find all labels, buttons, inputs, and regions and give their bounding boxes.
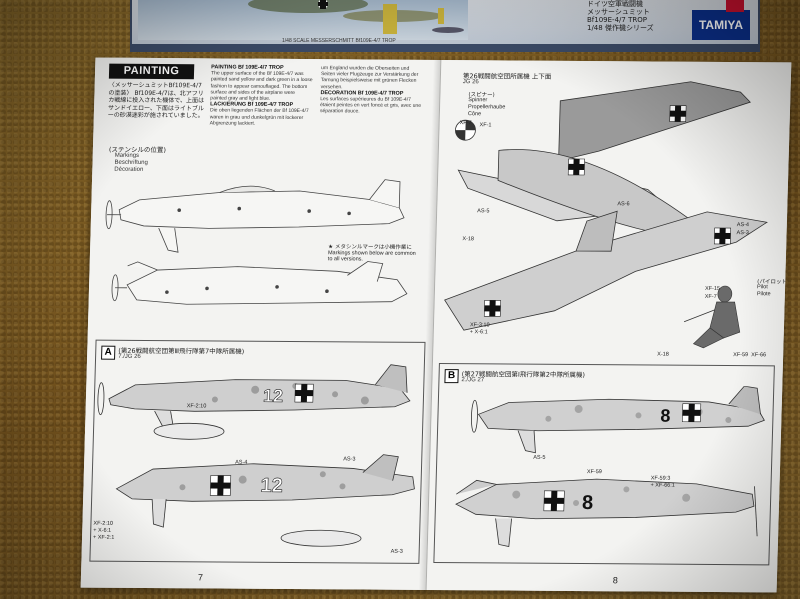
- callout: XF-7: [459, 120, 472, 127]
- panel-a-aircraft: 12: [97, 364, 415, 547]
- japanese-intro: 〈メッサーシュミットBf109E-4/7の塗装〉 Bf109E-4/7は、北アフ…: [107, 81, 205, 120]
- col2-text2: Les surfaces supérieures du Bf 109E-4/7 …: [319, 96, 422, 115]
- callout: XF-59: [586, 469, 602, 476]
- callout: XF-1: [479, 122, 492, 129]
- box-jp-line: Bf109E-4/7 TROP: [587, 16, 647, 24]
- balkenkreuz-plan-wing: [483, 300, 501, 317]
- panel-b-letter: B: [444, 369, 459, 384]
- panel-b-aircraft: 8 8: [455, 385, 765, 548]
- callout: + XF-2:1: [92, 534, 115, 541]
- page-number: 8: [612, 575, 619, 586]
- box-japanese-text: ドイツ空軍戦闘機 メッサーシュミット Bf109E-4/7 TROP 1/48 …: [587, 0, 697, 32]
- balkenkreuz-upper: [294, 383, 314, 403]
- callout: XF-59:3: [650, 475, 671, 482]
- pilot-label: Pilot: [756, 284, 768, 291]
- spinner-detail: [455, 119, 476, 141]
- callout: XF-2:10: [186, 403, 207, 410]
- callout: X-18: [462, 236, 475, 243]
- callout: AS-3: [736, 230, 749, 237]
- callout: AS-3: [390, 548, 403, 555]
- callout: XF-2:10: [93, 520, 114, 527]
- box-edge: [132, 44, 758, 50]
- callout: XF-59: [733, 352, 749, 359]
- col2-text: um England wurden die Oberseiten und Sei…: [320, 65, 419, 90]
- box-jp-line: ドイツ空軍戦闘機: [587, 0, 643, 8]
- balkenkreuz-lower: [209, 475, 232, 496]
- callout: + X-6:1: [469, 329, 488, 336]
- box-art: [138, 0, 468, 40]
- balkenkreuz-plan-lower: [713, 227, 732, 245]
- panel-b-unit: 2./JG 27: [461, 377, 485, 384]
- callout: XF-3:10: [469, 322, 490, 329]
- logo-red-mark: [726, 0, 744, 12]
- text-column-1: PAINTING Bf 109E-4/7 TROP The upper surf…: [210, 64, 314, 127]
- balkenkreuz-plan-mid: [567, 158, 585, 176]
- callout: XF-7: [704, 293, 717, 300]
- tamiya-logo: TAMIYA: [692, 0, 750, 40]
- panel-b: B (第27戦闘航空団第Ⅰ飛行隊第2中隊所属機) 2./JG 27 8: [433, 363, 775, 566]
- balkenkreuz-b-lower: [543, 490, 565, 512]
- callout: XF-66: [751, 352, 767, 359]
- panel-a: A (第26戦闘航空団第Ⅲ飛行隊第7中隊所属機) 7./JG 26 12: [89, 339, 426, 564]
- right-page: 第26戦闘航空団所属機 上下面 JG 26 (スピナー) Spinner Pro…: [426, 59, 792, 593]
- col1-text: The upper surface of the Bf 109E-4/7 was…: [210, 70, 313, 102]
- panel-a-letter: A: [101, 345, 116, 360]
- callout: AS-5: [477, 208, 490, 215]
- instruction-sheet: PAINTING 〈メッサーシュミットBf109E-4/7の塗装〉 Bf109E…: [80, 57, 792, 593]
- col1-text2: Die oben liegenden Flächen der Bf 109E-4…: [209, 107, 309, 127]
- panel-a-code-upper: 12: [263, 386, 284, 406]
- panel-b-code-lower: 8: [582, 492, 594, 514]
- left-page: PAINTING 〈メッサーシュミットBf109E-4/7の塗装〉 Bf109E…: [80, 57, 442, 590]
- callout: + X-6:1: [93, 527, 112, 534]
- callout: AS-6: [617, 201, 630, 208]
- callout: AS-4: [235, 459, 248, 466]
- kit-box: ドイツ空軍戦闘機 メッサーシュミット Bf109E-4/7 TROP 1/48 …: [130, 0, 760, 52]
- callout: AS-4: [736, 222, 750, 229]
- box-art-planes: [248, 0, 464, 34]
- painting-header: PAINTING: [108, 63, 195, 80]
- balkenkreuz-plan-upper: [669, 105, 687, 123]
- box-caption: 1/48 SCALE MESSERSCHMITT Bf109E-4/7 TROP: [282, 38, 396, 44]
- pilot-label: Pilote: [756, 291, 771, 298]
- markings-note-en: Markings shown below are common to all v…: [327, 250, 416, 263]
- box-jp-line: メッサーシュミット: [587, 8, 650, 16]
- stencil-diagram: [105, 179, 408, 305]
- plan-view-diagram: [444, 81, 768, 349]
- pilot-figure: [692, 285, 741, 349]
- callout: + XF-66:1: [650, 482, 675, 489]
- panel-a-code-lower: 12: [260, 475, 283, 497]
- brand-name: TAMIYA: [698, 18, 743, 32]
- text-column-2: um England wurden die Oberseiten und Sei…: [320, 65, 423, 115]
- box-jp-line: 1/48 傑作機シリーズ: [587, 24, 654, 32]
- panel-b-code-upper: 8: [660, 406, 671, 426]
- page-number: 7: [197, 572, 204, 583]
- callout: AS-5: [533, 454, 546, 461]
- callout: XF-15: [704, 285, 721, 292]
- callout: AS-3: [343, 456, 356, 463]
- balkenkreuz-b-upper: [681, 403, 702, 423]
- callout: X-18: [657, 351, 669, 358]
